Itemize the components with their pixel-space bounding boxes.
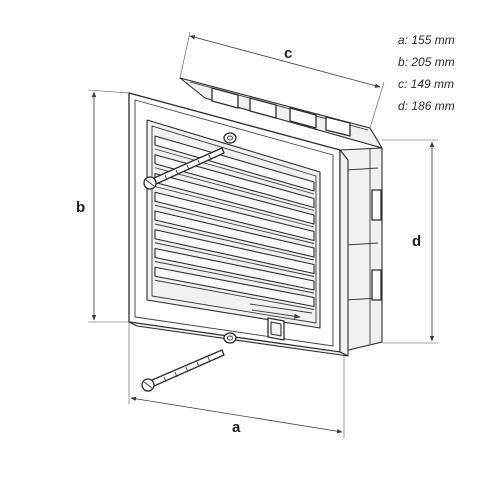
- frame-inner-edge: [134, 99, 334, 347]
- louver-slat: [154, 135, 315, 192]
- box-right-clip-1: [371, 189, 382, 221]
- box-top-clips: [211, 87, 351, 137]
- top-screw: [143, 147, 225, 190]
- spec-d: d: 186 mm: [398, 99, 455, 113]
- top-screw-hole: [223, 132, 237, 144]
- slider-track: [249, 303, 313, 314]
- louver-slat: [154, 229, 315, 275]
- louver-shadow-line: [154, 261, 315, 294]
- bottom-screw-hole: [223, 332, 237, 344]
- louver-shadow-line: [154, 204, 315, 244]
- louver-shadow-line: [154, 148, 315, 195]
- box-right-clip-2: [371, 269, 382, 301]
- louver-shadow-line: [154, 223, 315, 261]
- louver-slat: [154, 210, 315, 258]
- louver-slat: [154, 247, 315, 291]
- dimension-a-label: a: [232, 419, 241, 436]
- dimension-a: a: [128, 322, 345, 438]
- bottom-screw: [141, 349, 225, 392]
- mounting-box: [179, 77, 383, 353]
- dimension-c-label: c: [284, 45, 292, 62]
- dimension-a-line: [130, 396, 343, 434]
- louver-slat: [154, 154, 315, 209]
- front-frame: [128, 92, 349, 357]
- dimension-d-label: d: [412, 233, 421, 250]
- louver-slat: [154, 266, 315, 308]
- louver-slat: [154, 191, 315, 242]
- spec-a: a: 155 mm: [398, 33, 455, 47]
- dimension-c-line: [189, 35, 381, 88]
- louver-shadow-line: [154, 279, 315, 310]
- shutter-slider: [249, 303, 313, 341]
- dimension-b: b: [76, 89, 130, 323]
- louver-shadow-line: [154, 167, 315, 211]
- spec-legend: a: 155 mm b: 205 mm c: 149 mm d: 186 mm: [398, 33, 455, 113]
- screw-holes: [223, 132, 237, 344]
- dimension-c: c: [179, 31, 385, 129]
- louver-shadow-line: [154, 186, 315, 228]
- dimension-d: d: [382, 139, 438, 344]
- dimension-b-label: b: [76, 199, 85, 216]
- spec-b: b: 205 mm: [398, 55, 455, 69]
- spec-c: c: 149 mm: [398, 77, 454, 91]
- louver-shadow-line: [154, 242, 315, 277]
